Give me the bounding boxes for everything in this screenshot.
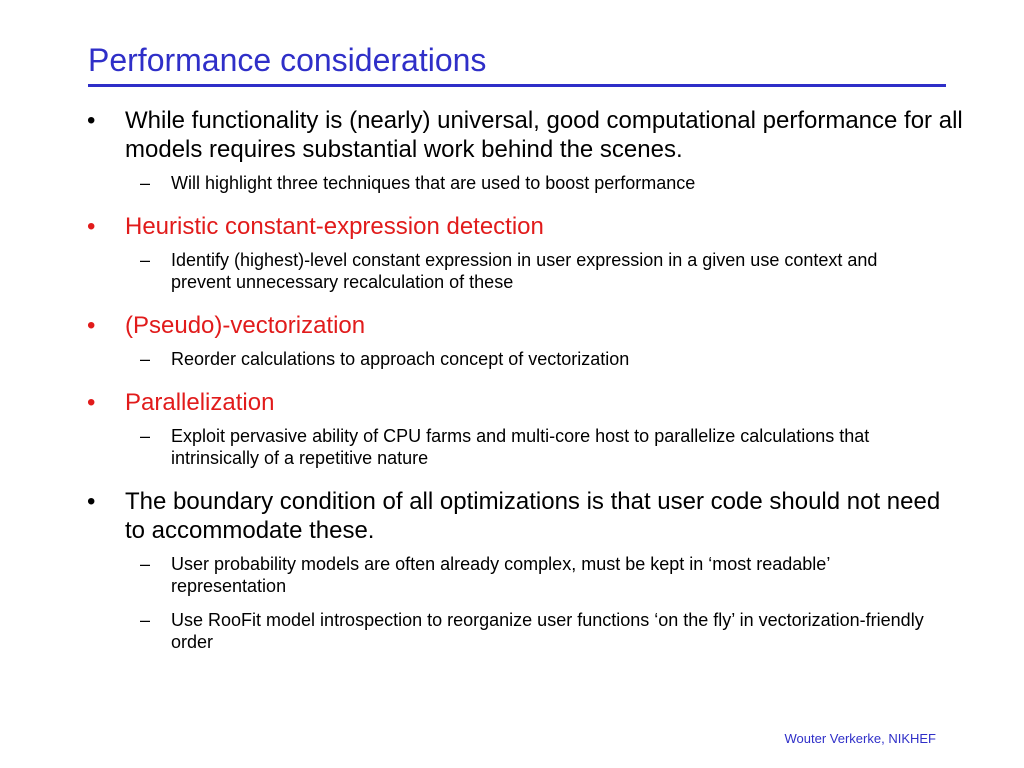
bullet-dot-icon: • xyxy=(87,488,96,515)
dash-icon: – xyxy=(140,173,151,193)
bullet-text: Heuristic constant-expression detection xyxy=(125,213,544,240)
bullet-text: Parallelization xyxy=(125,389,275,416)
dash-icon: – xyxy=(140,426,151,446)
sub-bullet-user-models: – User probability models are often alre… xyxy=(0,553,1024,597)
sub-bullet-reorder-calculations: – Reorder calculations to approach conce… xyxy=(0,348,1024,370)
sub-bullet-exploit-cpu-farms: – Exploit pervasive ability of CPU farms… xyxy=(0,425,1024,469)
sub-bullet-text: Exploit pervasive ability of CPU farms a… xyxy=(171,426,870,468)
bullet-dot-icon: • xyxy=(87,389,96,416)
sub-bullet-text: User probability models are often alread… xyxy=(171,554,830,596)
bullet-text: While functionality is (nearly) universa… xyxy=(125,107,963,163)
bullet-text: (Pseudo)-vectorization xyxy=(125,312,366,339)
bullet-dot-icon: • xyxy=(87,312,96,339)
bullet-vectorization: • (Pseudo)-vectorization xyxy=(0,311,1024,340)
title-underline xyxy=(88,84,946,87)
bullet-boundary-condition: • The boundary condition of all optimiza… xyxy=(0,487,1024,545)
bullet-parallelization: • Parallelization xyxy=(0,388,1024,417)
bullet-functionality: • While functionality is (nearly) univer… xyxy=(0,106,1024,164)
bullet-dot-icon: • xyxy=(87,213,96,240)
slide-title: Performance considerations xyxy=(88,42,487,78)
bullet-dot-icon: • xyxy=(87,107,96,134)
sub-bullet-text: Reorder calculations to approach concept… xyxy=(171,349,630,369)
sub-bullet-text: Use RooFit model introspection to reorga… xyxy=(171,610,924,652)
sub-bullet-roofit-introspection: – Use RooFit model introspection to reor… xyxy=(0,609,1024,653)
slide-footer: Wouter Verkerke, NIKHEF xyxy=(784,731,936,746)
sub-bullet-text: Identify (highest)-level constant expres… xyxy=(171,250,878,292)
slide-content: • While functionality is (nearly) univer… xyxy=(0,106,1024,653)
dash-icon: – xyxy=(140,349,151,369)
sub-bullet-text: Will highlight three techniques that are… xyxy=(171,173,696,193)
dash-icon: – xyxy=(140,250,151,270)
bullet-text: The boundary condition of all optimizati… xyxy=(125,488,941,544)
dash-icon: – xyxy=(140,554,151,574)
bullet-constant-expression: • Heuristic constant-expression detectio… xyxy=(0,212,1024,241)
sub-bullet-highlight-techniques: – Will highlight three techniques that a… xyxy=(0,172,1024,194)
dash-icon: – xyxy=(140,610,151,630)
sub-bullet-identify-constant: – Identify (highest)-level constant expr… xyxy=(0,249,1024,293)
